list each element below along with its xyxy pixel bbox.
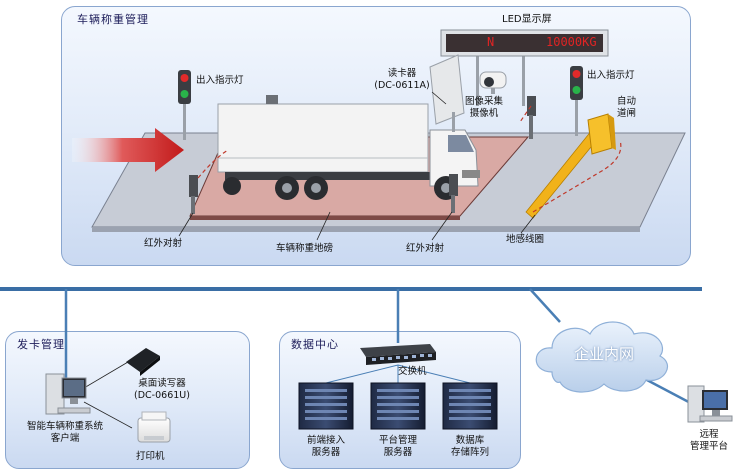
desktop-client-icon bbox=[45, 373, 91, 415]
card-panel-title: 发卡管理 bbox=[17, 338, 65, 351]
server-platform-label: 平台管理 服务器 bbox=[378, 435, 417, 458]
desktop-reader-icon bbox=[126, 348, 160, 376]
entry-arrow bbox=[72, 128, 184, 172]
printer-icon bbox=[137, 411, 171, 443]
card-reader-label: 读卡器 (DC-0611A) bbox=[374, 68, 430, 91]
intranet-cloud-icon bbox=[535, 321, 668, 393]
infrared-right-label: 红外对射 bbox=[406, 243, 445, 254]
led-display-label: LED显示屏 bbox=[502, 14, 552, 25]
infrared-left-label: 红外对射 bbox=[144, 238, 183, 249]
camera-icon bbox=[479, 71, 507, 94]
storage-array-icon bbox=[442, 382, 498, 430]
network-backbone bbox=[0, 287, 702, 291]
infrared-post-mid-icon bbox=[449, 174, 458, 213]
intranet-cloud-label: 企业内网 bbox=[574, 345, 635, 363]
weighing-panel-title: 车辆称重管理 bbox=[77, 13, 149, 26]
switch-label: 交换机 bbox=[398, 366, 427, 377]
indicator-left-label: 出入指示灯 bbox=[196, 75, 244, 86]
infrared-post-left-icon bbox=[189, 175, 198, 214]
card-reader-icon bbox=[429, 54, 465, 132]
ground-loop-label: 地感线圈 bbox=[506, 234, 545, 245]
indicator-right-label: 出入指示灯 bbox=[587, 70, 635, 81]
led-readout-left: N bbox=[487, 35, 495, 49]
led-readout-right: 10000KG bbox=[546, 35, 597, 49]
traffic-light-right-icon bbox=[570, 66, 583, 136]
callout-lines bbox=[178, 91, 536, 241]
infrared-post-right-icon bbox=[527, 96, 536, 139]
server-platform-icon bbox=[370, 382, 426, 430]
barrier-gate-icon bbox=[525, 113, 622, 219]
weighbridge-label: 车辆称重地磅 bbox=[276, 243, 334, 254]
led-display-icon bbox=[440, 29, 609, 106]
storage-array-label: 数据库 存储阵列 bbox=[450, 435, 489, 458]
camera-label: 图像采集 摄像机 bbox=[464, 96, 503, 119]
server-front-icon bbox=[298, 382, 354, 430]
switch-icon bbox=[360, 344, 436, 365]
datacenter-panel-title: 数据中心 bbox=[291, 338, 339, 351]
remote-platform-icon bbox=[687, 385, 733, 423]
traffic-light-left-icon bbox=[178, 70, 191, 140]
client-label: 智能车辆称重系统 客户端 bbox=[26, 421, 103, 444]
server-front-label: 前端接入 服务器 bbox=[306, 435, 345, 458]
barrier-gate-label: 自动 道闸 bbox=[617, 96, 637, 119]
desktop-reader-label: 桌面读写器 (DC-0661U) bbox=[134, 378, 190, 401]
printer-label: 打印机 bbox=[136, 451, 165, 462]
remote-platform-label: 远程 管理平台 bbox=[689, 429, 728, 452]
